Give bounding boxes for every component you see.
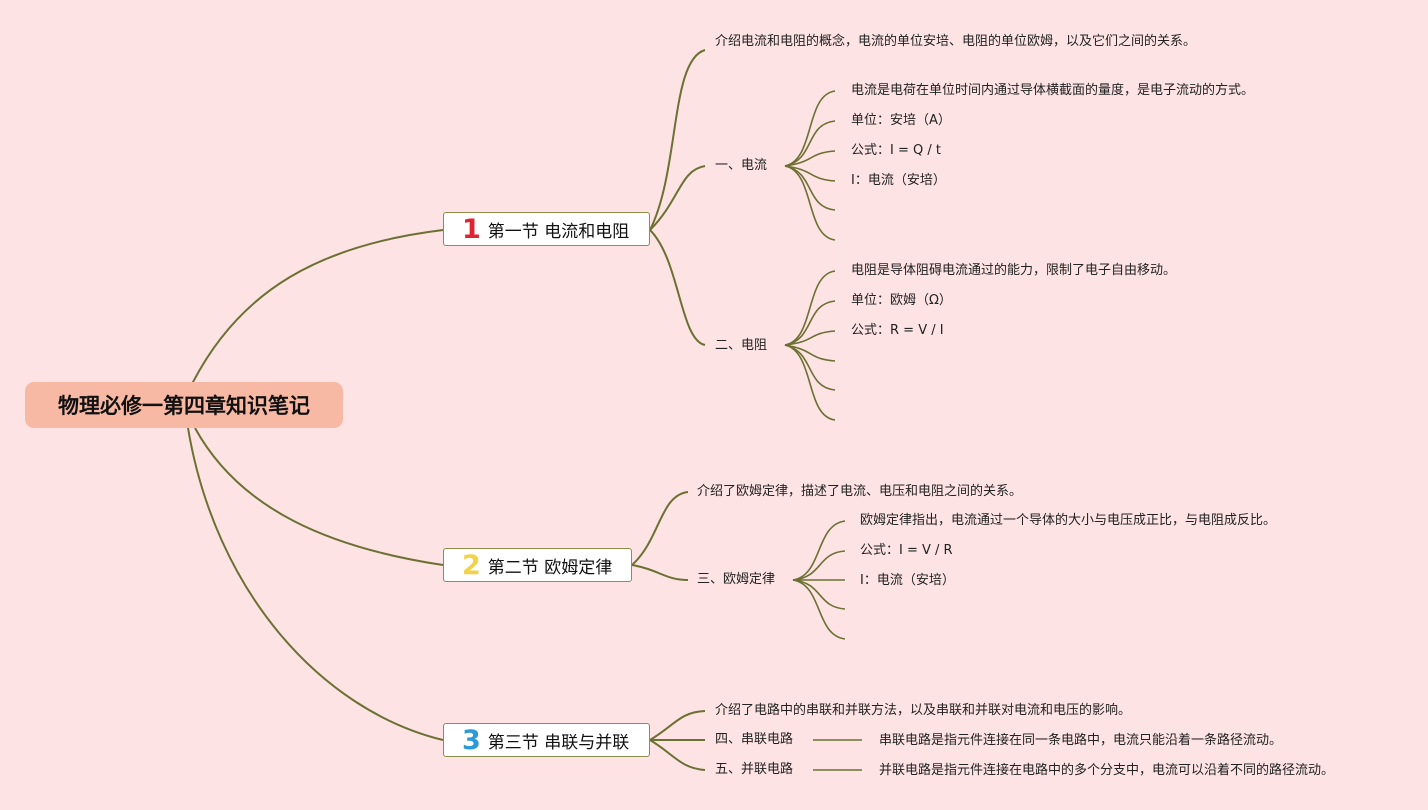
root-title: 物理必修一第四章知识笔记 xyxy=(58,394,310,418)
link-s1-intro xyxy=(649,49,706,231)
link-s1-topic1 xyxy=(649,165,706,231)
link-t3-4 xyxy=(792,579,846,610)
topic-ohms-law-label[interactable]: 三、欧姆定律 xyxy=(697,572,776,587)
link-t1-2 xyxy=(784,120,836,167)
section-1-title: 第一节 电流和电阻 xyxy=(487,221,630,242)
section-3-title: 第三节 串联与并联 xyxy=(487,732,630,753)
link-t3-2 xyxy=(792,550,846,581)
link-s3-intro xyxy=(649,710,706,741)
resistance-definition[interactable]: 电阻是导体阻碍电流通过的能力，限制了电子自由移动。 xyxy=(851,263,1177,278)
link-t2-2 xyxy=(784,300,836,346)
ohms-law-statement[interactable]: 欧姆定律指出，电流通过一个导体的大小与电压成正比，与电阻成反比。 xyxy=(860,513,1277,528)
link-root-section-2 xyxy=(194,427,444,566)
section-2-intro[interactable]: 介绍了欧姆定律，描述了电流、电压和电阻之间的关系。 xyxy=(697,484,1023,499)
parallel-definition[interactable]: 并联电路是指元件连接在电路中的多个分支中，电流可以沿着不同的路径流动。 xyxy=(879,763,1335,778)
section-1-intro[interactable]: 介绍电流和电阻的概念，电流的单位安培、电阻的单位欧姆，以及它们之间的关系。 xyxy=(715,34,1197,49)
section-2-title: 第二节 欧姆定律 xyxy=(487,557,613,578)
link-s3-topic2 xyxy=(649,739,706,771)
topic-resistance-label[interactable]: 二、电阻 xyxy=(715,338,768,353)
link-root-section-3 xyxy=(187,427,444,741)
section-2-number: 2 xyxy=(462,549,481,581)
link-s2-topic xyxy=(631,564,689,581)
link-s2-intro xyxy=(631,491,689,566)
current-definition[interactable]: 电流是电荷在单位时间内通过导体横截面的量度，是电子流动的方式。 xyxy=(851,83,1255,98)
section-3-number: 3 xyxy=(462,724,481,756)
section-3-node[interactable]: 3 第三节 串联与并联 xyxy=(443,723,650,757)
link-t2-3 xyxy=(784,330,836,346)
section-1-number: 1 xyxy=(462,213,481,245)
link-t1-6 xyxy=(784,165,836,241)
link-t2-6 xyxy=(784,344,836,421)
resistance-unit[interactable]: 单位：欧姆（Ω） xyxy=(851,293,952,308)
link-t1-3 xyxy=(784,150,836,167)
ohms-law-symbol[interactable]: I：电流（安培） xyxy=(860,573,955,588)
link-t2-1 xyxy=(784,270,836,346)
link-root-section-1 xyxy=(191,229,444,385)
link-t3-5 xyxy=(792,579,846,640)
ohms-law-formula[interactable]: 公式：I = V / R xyxy=(860,543,953,558)
section-2-node[interactable]: 2 第二节 欧姆定律 xyxy=(443,548,632,582)
topic-series-label[interactable]: 四、串联电路 xyxy=(715,732,794,747)
link-t3-1 xyxy=(792,520,846,581)
root-topic[interactable]: 物理必修一第四章知识笔记 xyxy=(25,382,343,428)
current-unit[interactable]: 单位：安培（A） xyxy=(851,113,951,128)
link-t1-4 xyxy=(784,165,836,182)
resistance-formula[interactable]: 公式：R = V / I xyxy=(851,323,944,338)
series-definition[interactable]: 串联电路是指元件连接在同一条电路中，电流只能沿着一条路径流动。 xyxy=(879,733,1283,748)
link-t1-1 xyxy=(784,90,836,167)
section-3-intro[interactable]: 介绍了电路中的串联和并联方法，以及串联和并联对电流和电压的影响。 xyxy=(715,703,1132,718)
topic-parallel-label[interactable]: 五、并联电路 xyxy=(715,762,794,777)
topic-current-label[interactable]: 一、电流 xyxy=(715,158,768,173)
current-symbol[interactable]: I：电流（安培） xyxy=(851,173,946,188)
link-t2-4 xyxy=(784,344,836,362)
link-s1-topic2 xyxy=(649,229,706,346)
current-formula[interactable]: 公式：I = Q / t xyxy=(851,143,941,158)
section-1-node[interactable]: 1 第一节 电流和电阻 xyxy=(443,212,650,246)
